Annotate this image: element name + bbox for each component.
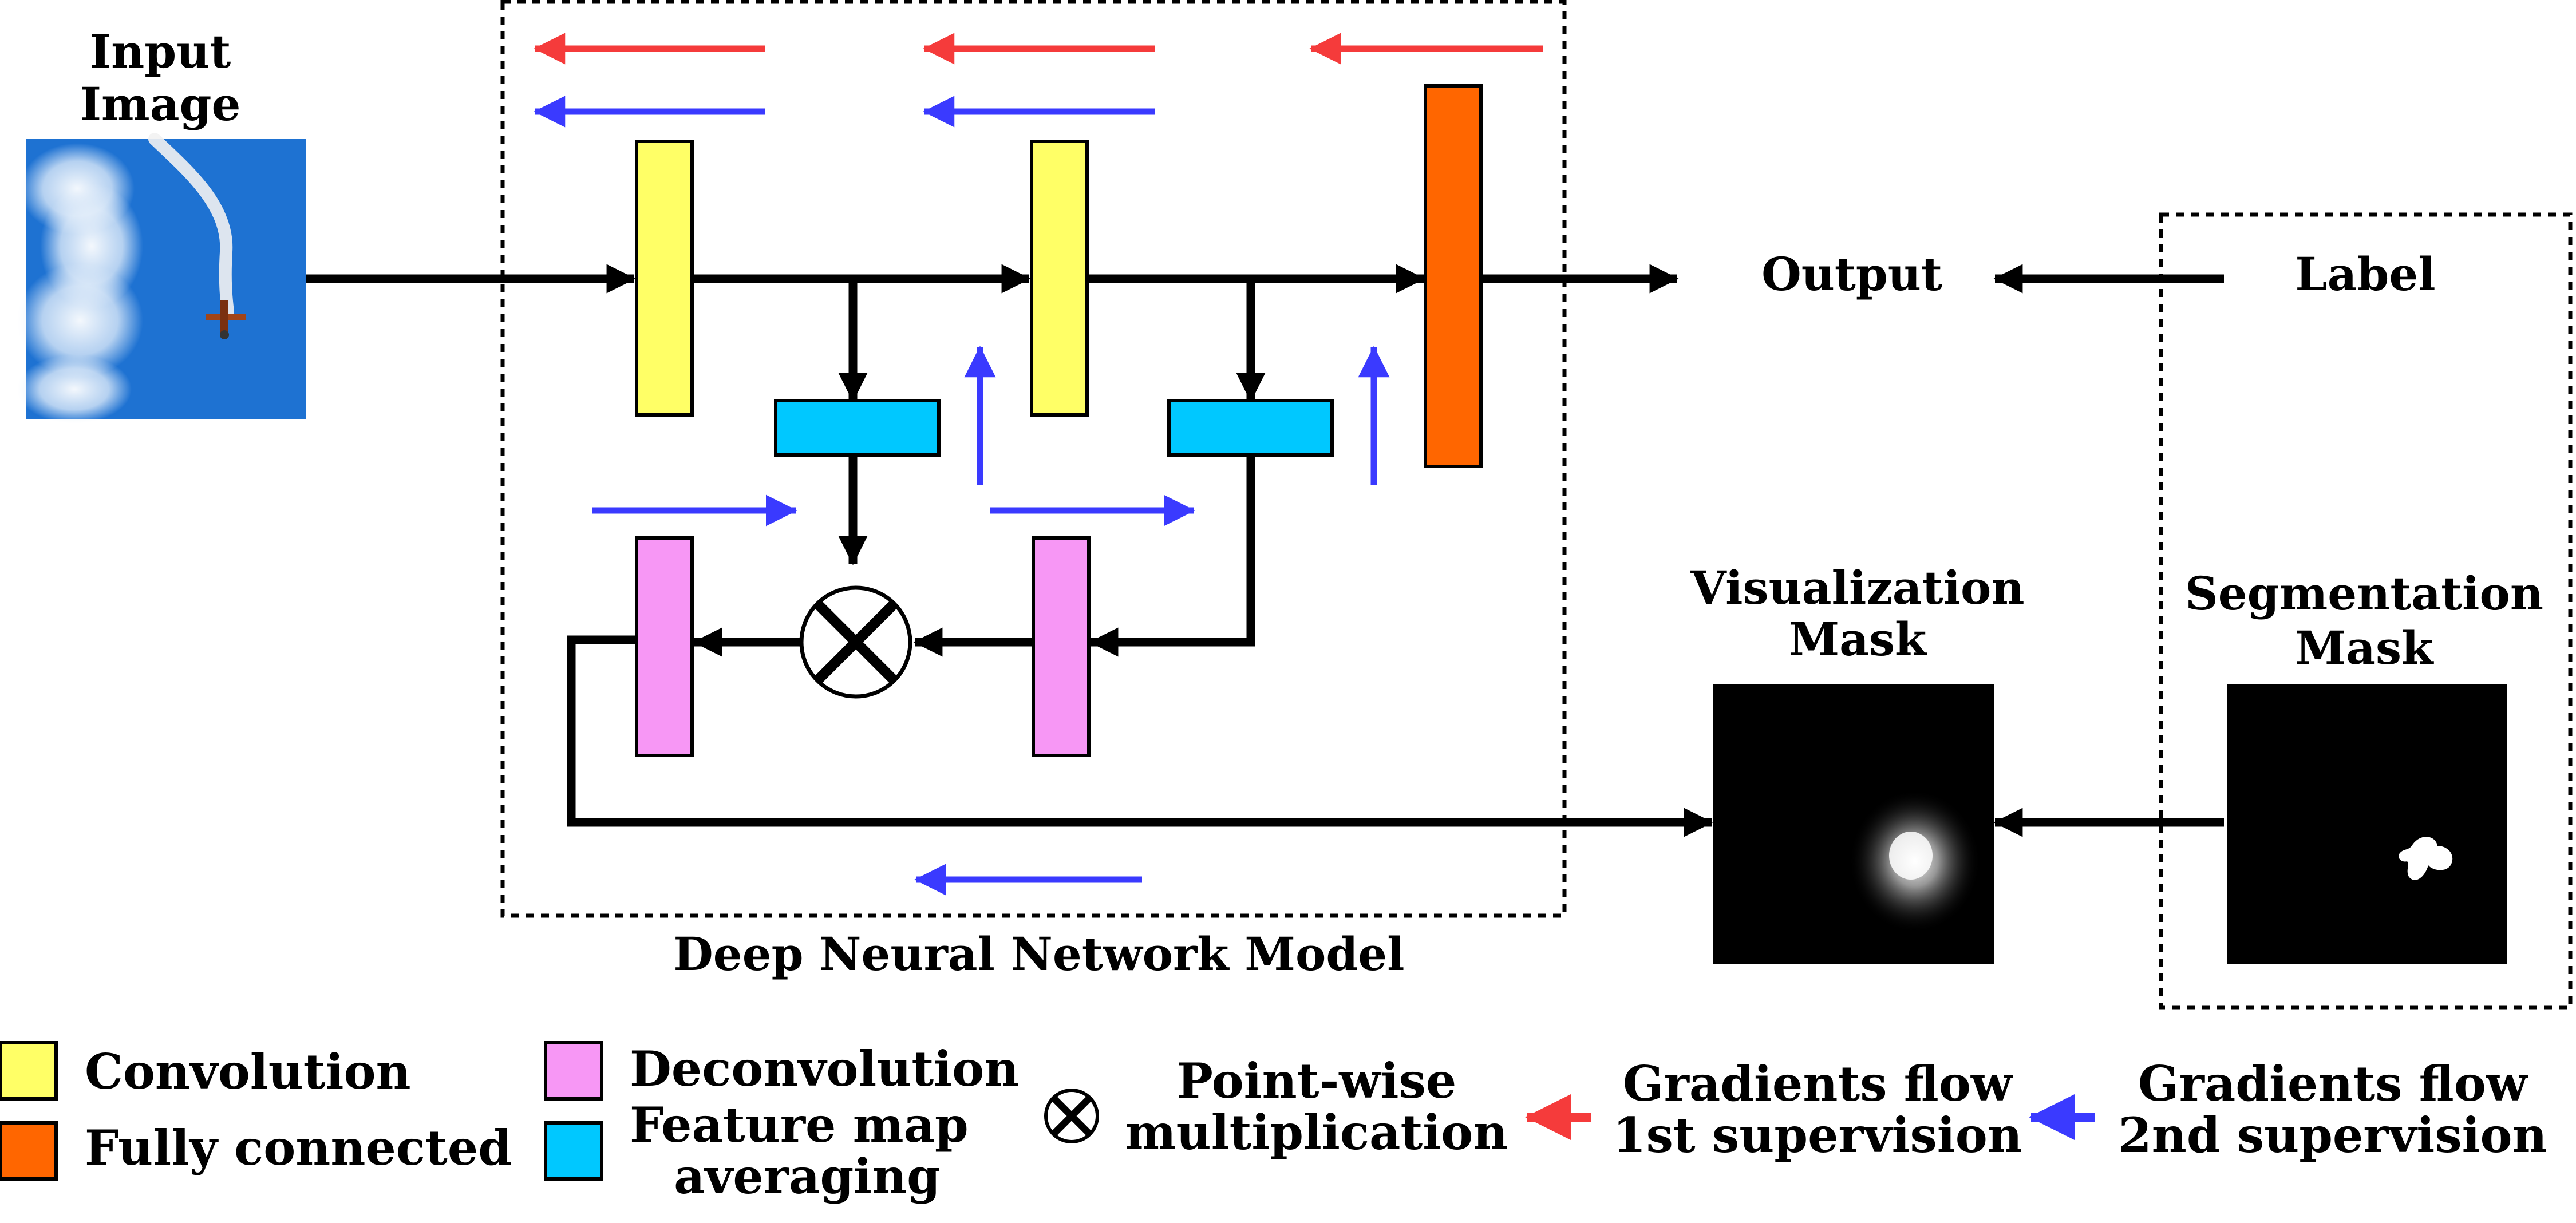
deconv-layer-2 [1032, 536, 1091, 757]
legend-feature-map-line1: Feature map [630, 1097, 969, 1153]
visualization-mask-image [1713, 684, 1994, 964]
feature-map-avg-1 [774, 399, 941, 457]
segmentation-mask-image [2227, 684, 2507, 964]
input-title-line1: Input [90, 25, 231, 78]
fully-connected-layer [1424, 84, 1483, 468]
feature-map-avg-2 [1167, 399, 1334, 457]
seg-mask-title-line1: Segmentation [2185, 567, 2543, 620]
model-box [500, 0, 1567, 918]
output-label: Output [1761, 247, 1942, 301]
legend-grad1-line1: Gradients flow [1623, 1055, 2013, 1112]
model-caption: Deep Neural Network Model [673, 927, 1404, 981]
label-box [2159, 212, 2573, 1010]
input-image [17, 133, 306, 424]
pointwise-multiply-icon [799, 585, 912, 699]
vis-mask-title-line1: Visualization [1690, 561, 2024, 615]
legend-multiply-icon [1044, 1089, 1099, 1143]
label-text: Label [2295, 247, 2435, 301]
legend-convolution: Convolution [85, 1043, 411, 1100]
deconv-layer-1 [635, 536, 694, 757]
seg-mask-title-line2: Mask [2296, 621, 2434, 675]
legend-swatch-convolution [0, 1041, 58, 1101]
legend-grad1-line2: 1st supervision [1613, 1107, 2022, 1163]
legend-pointwise-line2: multiplication [1125, 1104, 1508, 1161]
vis-mask-title-line2: Mask [1789, 612, 1927, 666]
airplane-icon [206, 300, 246, 339]
legend-swatch-fully-connected [0, 1121, 58, 1181]
forward-flow [306, 264, 2224, 837]
legend-pointwise-line1: Point-wise [1177, 1052, 1457, 1109]
legend-fully-connected: Fully connected [85, 1119, 512, 1176]
conv-layer-2 [1030, 140, 1089, 417]
legend-deconvolution: Deconvolution [630, 1040, 1019, 1097]
legend-feature-map-line2: averaging [674, 1148, 941, 1205]
arrow-fmap2-to-deconv2 [1089, 455, 1255, 657]
legend: Convolution Fully connected Deconvolutio… [0, 1040, 2547, 1205]
conv-layer-1 [635, 140, 694, 417]
legend-swatch-feature-map [544, 1121, 603, 1181]
legend-swatch-deconvolution [544, 1041, 603, 1101]
legend-grad2-line2: 2nd supervision [2118, 1107, 2547, 1163]
arrow-deconv1-to-vismask [567, 635, 1713, 837]
smoke-trail [148, 133, 234, 318]
input-title-line2: Image [80, 77, 241, 131]
gradient-arrows [534, 33, 1543, 896]
legend-grad2-line1: Gradients flow [2138, 1055, 2528, 1112]
